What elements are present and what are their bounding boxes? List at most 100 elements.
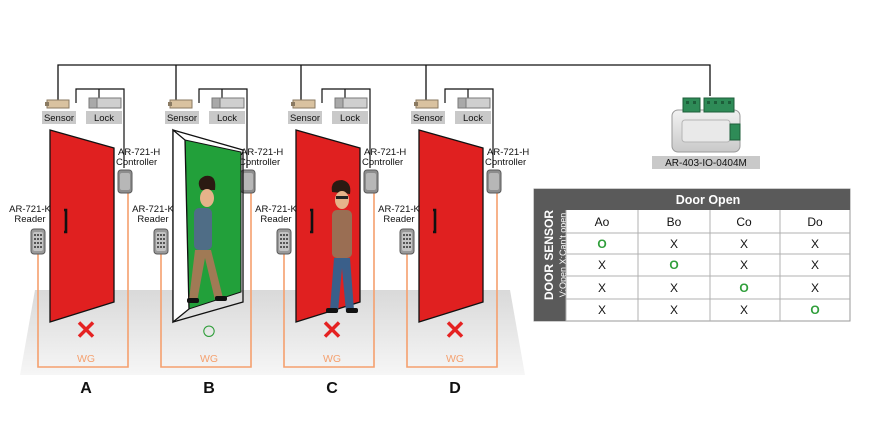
controller-device xyxy=(363,169,379,194)
sensor-label-bg xyxy=(288,111,322,124)
table-cell: O xyxy=(597,237,606,251)
wiegand-label: WG xyxy=(77,353,95,365)
door-lock xyxy=(88,97,122,109)
door-letter: A xyxy=(80,380,92,397)
table-side-title: DOOR SENSOR xyxy=(542,210,556,300)
lock-label-bg xyxy=(455,111,491,124)
reader-device xyxy=(153,228,169,255)
controller-model-label: AR-721-H xyxy=(118,147,160,158)
table-cell: O xyxy=(669,258,678,272)
io-module-label-bg xyxy=(652,156,760,169)
lock-label-bg xyxy=(209,111,245,124)
table-title: Door Open xyxy=(676,193,741,207)
io-module-label: AR-403-IO-0404M xyxy=(665,158,747,169)
reader-type-label: Reader xyxy=(260,214,291,225)
wiegand-label: WG xyxy=(323,353,341,365)
controller-wire xyxy=(75,88,125,168)
wiegand-label: WG xyxy=(200,353,218,365)
table-cell: X xyxy=(670,237,678,251)
table-cell: X xyxy=(811,281,819,295)
table-column-header: Bo xyxy=(667,215,682,229)
bus-wiring xyxy=(57,64,711,103)
sensor-label-bg xyxy=(165,111,199,124)
io-module: AR-403-IO-0404M xyxy=(652,97,760,169)
table-cell: X xyxy=(598,281,606,295)
reader-type-label: Reader xyxy=(137,214,168,225)
table-side-header xyxy=(534,189,566,321)
controller-type-label: Controller xyxy=(239,157,280,168)
door-blocked-mark: ✕ xyxy=(321,315,343,345)
wiegand-wire xyxy=(160,193,252,368)
table-cell: X xyxy=(811,237,819,251)
sensor-label: Sensor xyxy=(413,113,443,124)
door-open-table: Door Open DOOR SENSOR V:Open X:Can't ope… xyxy=(533,188,851,322)
table-cell: O xyxy=(810,303,819,317)
sensor-label-bg xyxy=(411,111,445,124)
table-cell: X xyxy=(670,303,678,317)
controller-type-label: Controller xyxy=(116,157,157,168)
door-unit-c: Sensor LockAR-721-HControllerAR-721-KRead… xyxy=(255,88,406,397)
lock-label-bg xyxy=(86,111,122,124)
door-blocked-mark: ✕ xyxy=(75,315,97,345)
door-lock xyxy=(211,97,245,109)
door-unit-a: Sensor LockAR-721-HControllerAR-721-KRead… xyxy=(9,88,160,397)
door-lock xyxy=(457,97,491,109)
controller-model-label: AR-721-H xyxy=(487,147,529,158)
door-handle xyxy=(433,208,437,234)
table-column-header: Do xyxy=(807,215,823,229)
reader-device xyxy=(399,228,415,255)
reader-model-label: AR-721-K xyxy=(255,204,297,215)
door-sensor xyxy=(414,99,439,109)
controller-model-label: AR-721-H xyxy=(364,147,406,158)
door-leaf-closed xyxy=(418,129,484,323)
wiegand-wire xyxy=(406,193,498,368)
reader-model-label: AR-721-K xyxy=(9,204,51,215)
table-column-header: Co xyxy=(736,215,752,229)
door-sensor xyxy=(45,99,70,109)
table-top-header xyxy=(566,189,850,210)
door-handle xyxy=(64,208,68,234)
lock-label: Lock xyxy=(463,113,483,124)
reader-type-label: Reader xyxy=(383,214,414,225)
controller-type-label: Controller xyxy=(485,157,526,168)
door-leaf-open xyxy=(172,128,190,324)
controller-device xyxy=(486,169,502,194)
door-letter: C xyxy=(326,380,338,397)
person-walking xyxy=(187,175,227,303)
wiegand-wire xyxy=(37,193,129,368)
person-waiting xyxy=(326,180,358,313)
io-terminal-right xyxy=(703,97,735,113)
wiegand-wire xyxy=(283,193,375,368)
wiegand-label: WG xyxy=(446,353,464,365)
controller-wire xyxy=(444,88,494,168)
door-sensor xyxy=(168,99,193,109)
lock-label: Lock xyxy=(94,113,114,124)
io-terminal-left xyxy=(682,97,701,113)
table-cell: X xyxy=(598,303,606,317)
sensor-label: Sensor xyxy=(290,113,320,124)
table-cell: X xyxy=(670,281,678,295)
controller-wire xyxy=(198,88,248,168)
reader-device xyxy=(276,228,292,255)
reader-type-label: Reader xyxy=(14,214,45,225)
controller-model-label: AR-721-H xyxy=(241,147,283,158)
lock-label: Lock xyxy=(340,113,360,124)
table-cell: O xyxy=(739,281,748,295)
door-handle xyxy=(310,208,314,234)
controller-device xyxy=(117,169,133,194)
door-sensor xyxy=(291,99,316,109)
sensor-label: Sensor xyxy=(167,113,197,124)
table-cell: X xyxy=(740,258,748,272)
floor xyxy=(20,290,525,375)
sensor-label: Sensor xyxy=(44,113,74,124)
door-letter: B xyxy=(203,380,215,397)
table-side-legend: V:Open X:Can't open xyxy=(558,213,568,297)
door-lock xyxy=(334,97,368,109)
controller-type-label: Controller xyxy=(362,157,403,168)
table-cell: X xyxy=(740,237,748,251)
door-letter: D xyxy=(449,380,461,397)
